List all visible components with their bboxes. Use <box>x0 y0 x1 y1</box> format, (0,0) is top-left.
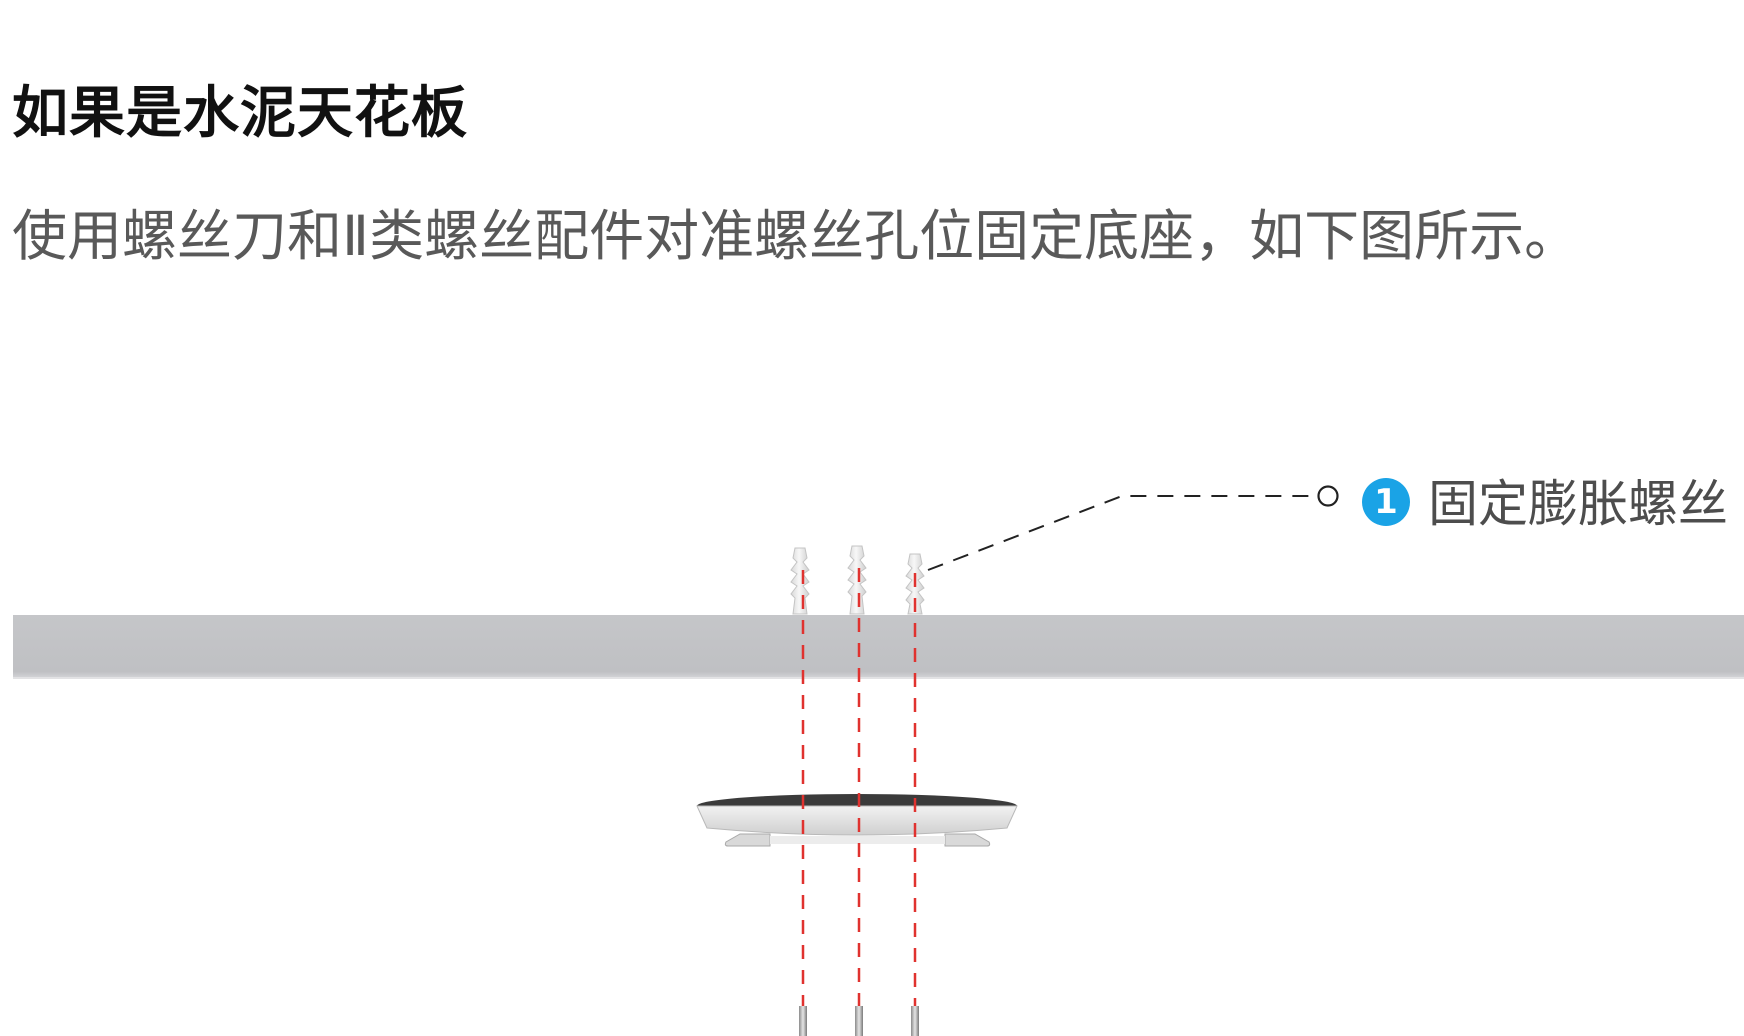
alignment-guides <box>801 568 917 1036</box>
callout-label: 固定膨胀螺丝 <box>1428 475 1728 533</box>
mounting-base-icon <box>696 794 1018 847</box>
expansion-anchor-icon <box>790 545 925 615</box>
ceiling-slab <box>13 615 1744 678</box>
callout-anchor-circle <box>1317 485 1339 507</box>
page-title: 如果是水泥天花板 <box>12 81 468 146</box>
callout-leader-line <box>927 495 1312 571</box>
instruction-text: 使用螺丝刀和Ⅱ类螺丝配件对准螺丝孔位固定底座，如下图所示。 <box>12 204 1580 268</box>
screw-icon <box>799 1006 919 1036</box>
callout-number-badge: 1 <box>1362 478 1410 526</box>
